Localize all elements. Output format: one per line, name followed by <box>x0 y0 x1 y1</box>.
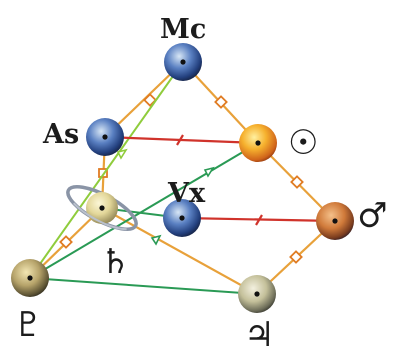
opposition-tick <box>255 214 263 226</box>
mc-label: Mc <box>160 14 207 45</box>
mars-icon <box>316 202 354 240</box>
opposition-tick <box>176 134 184 146</box>
pluto-icon <box>11 259 49 297</box>
pattern-marker <box>289 250 303 264</box>
aspect-lines-green <box>29 61 259 295</box>
vx-label: Vx <box>168 178 206 209</box>
pattern-markers <box>59 93 304 264</box>
sextile-line-pluto-sun <box>29 142 259 279</box>
trine-marker <box>116 148 128 160</box>
pattern-marker <box>214 95 228 109</box>
pattern-marker <box>143 93 157 107</box>
pattern-marker <box>98 168 108 178</box>
mc-icon <box>164 43 202 81</box>
sextile-line-pluto-jup <box>29 277 258 295</box>
sextile-marker <box>203 166 215 178</box>
jupiter-label: ♃ <box>244 315 275 355</box>
opposition-lines <box>104 134 336 226</box>
pattern-line-jup-sat <box>101 207 258 295</box>
mars-label: ♂ <box>357 196 388 236</box>
saturn-label: ♄ <box>100 242 131 282</box>
saturn-icon <box>66 185 138 231</box>
as-icon <box>86 118 124 156</box>
vx-icon <box>163 199 201 237</box>
jupiter-icon <box>238 275 276 313</box>
pattern-marker <box>59 235 73 249</box>
aspect-markers-green <box>116 148 215 246</box>
pluto-label: ♇ <box>13 305 44 345</box>
trine-line-mc-pluto <box>29 61 184 279</box>
sun-icon <box>239 124 277 162</box>
pattern-marker <box>290 175 304 189</box>
opposition-line-as-sun <box>104 135 259 145</box>
as-label: As <box>43 119 80 150</box>
sextile-marker <box>150 234 162 246</box>
sun-label: ☉ <box>288 123 319 163</box>
